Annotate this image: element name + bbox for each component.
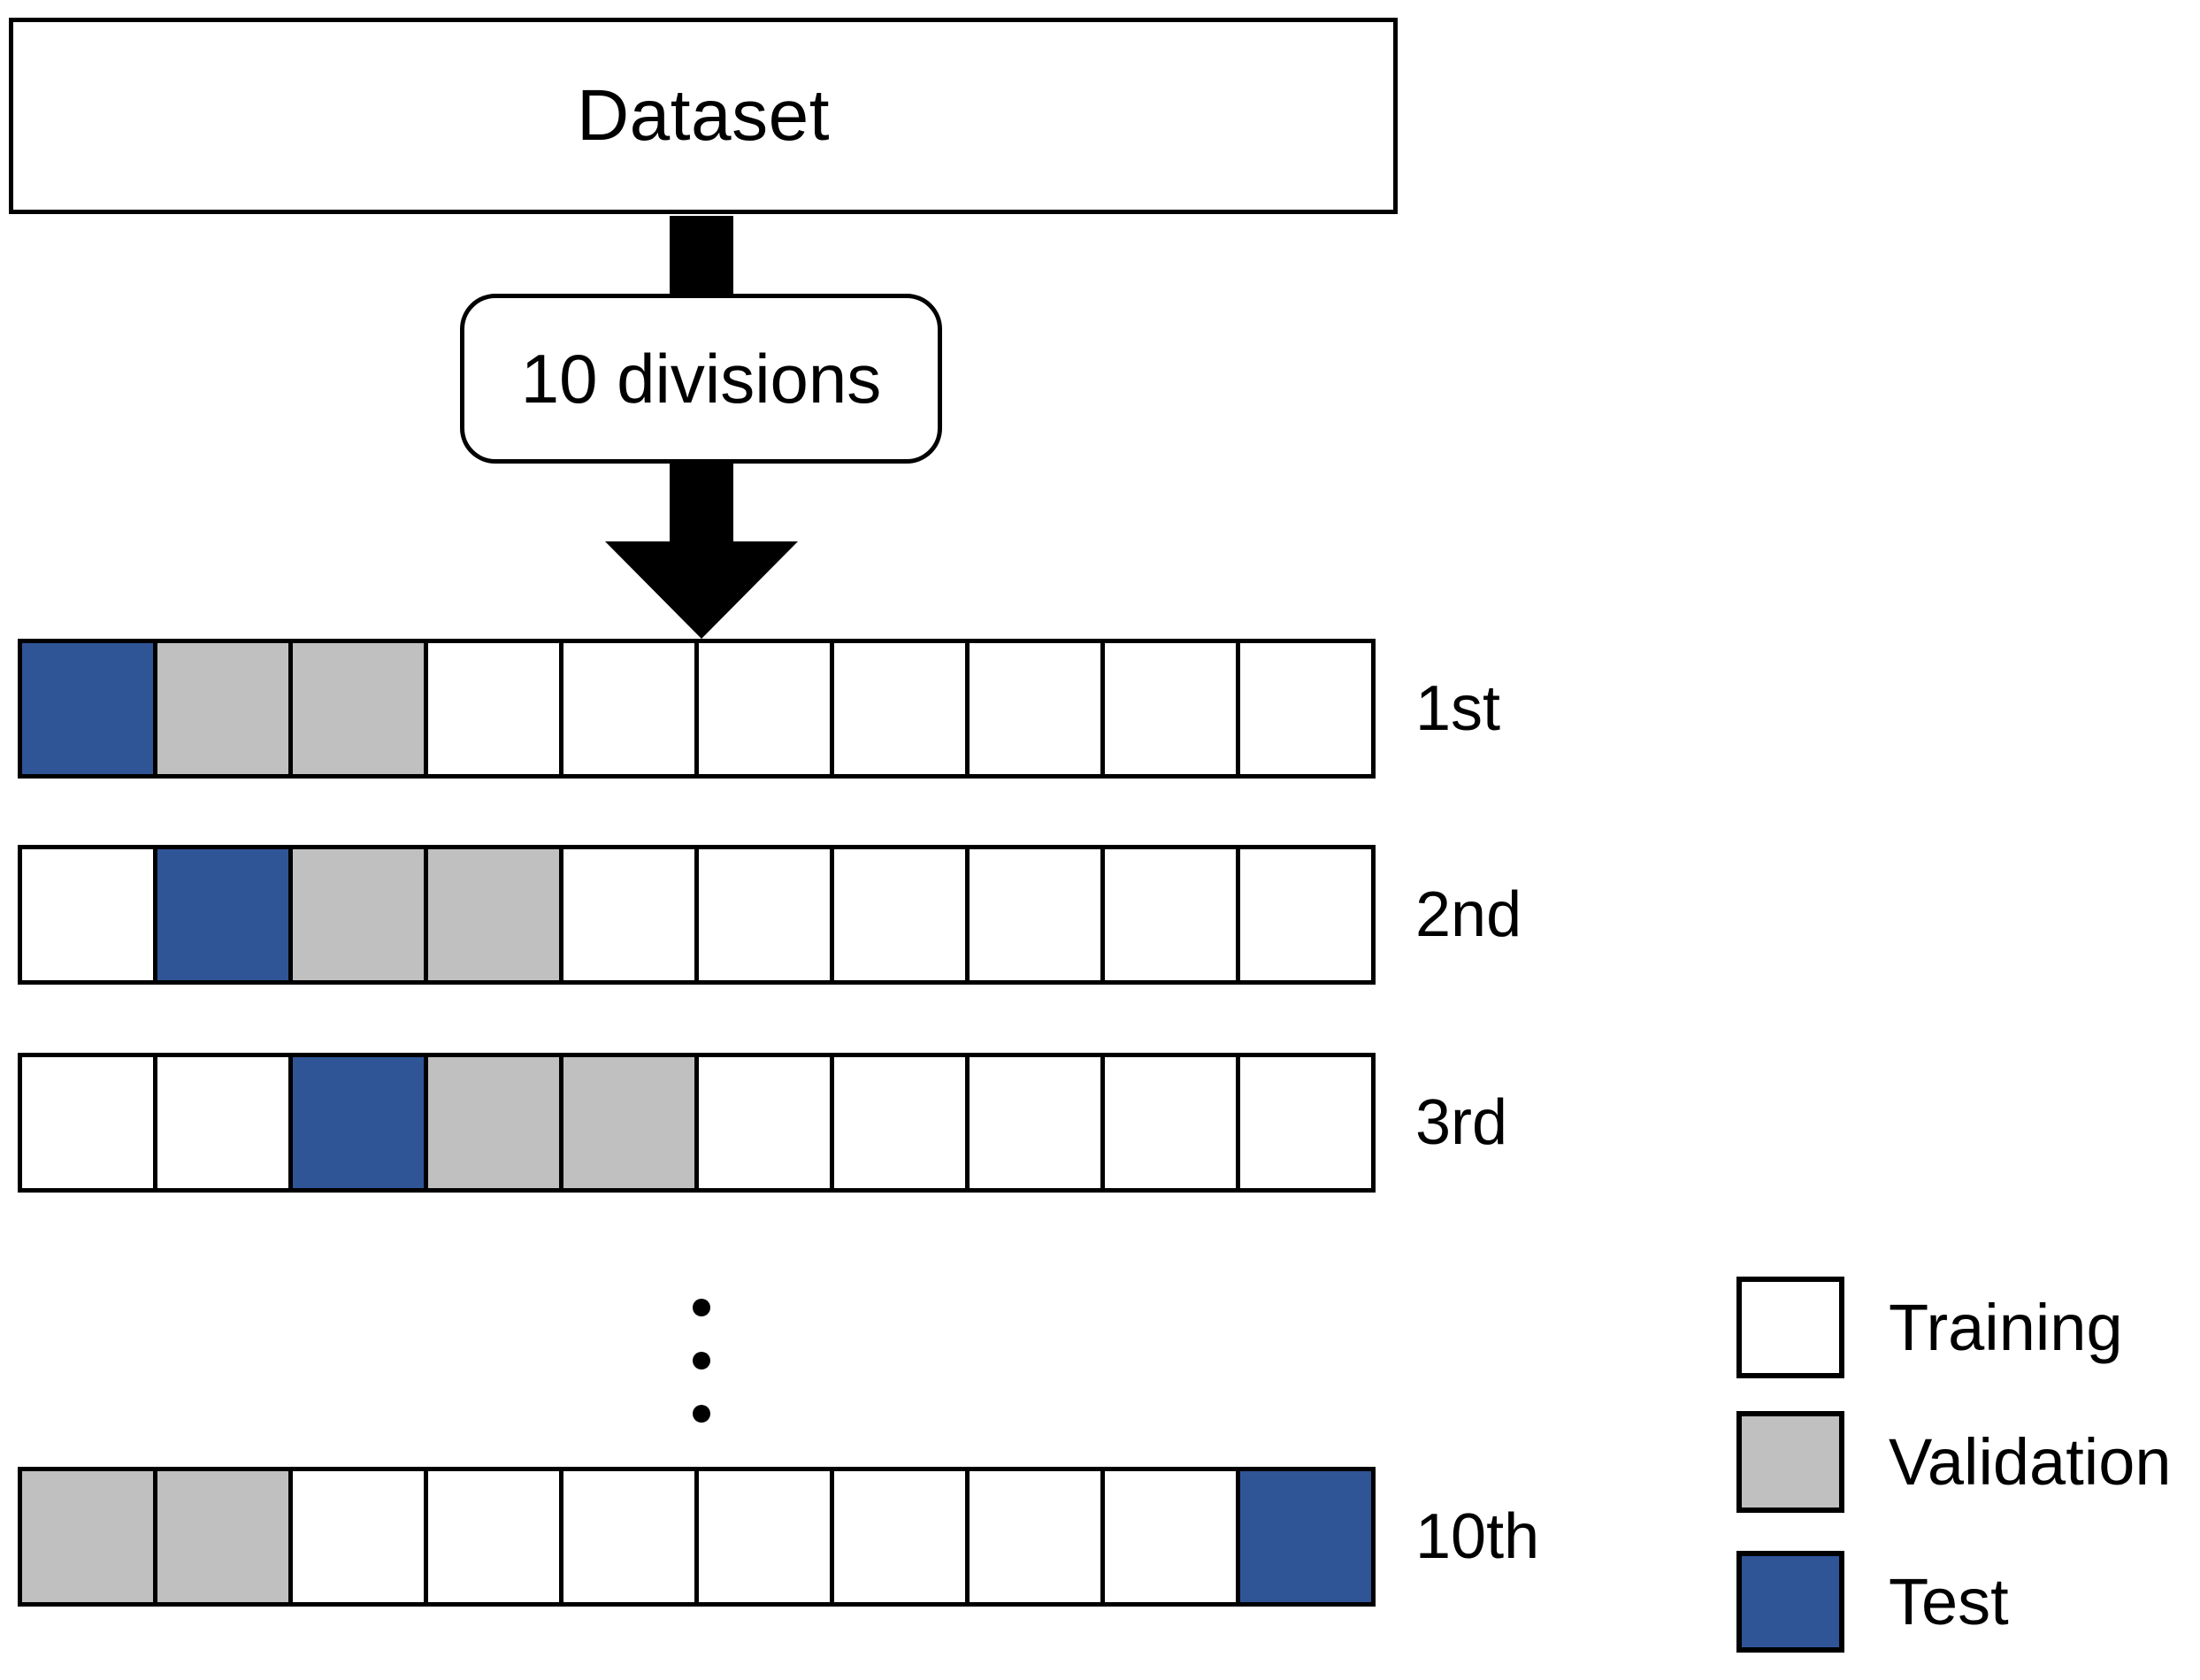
fold-cell-train (1240, 1057, 1371, 1188)
fold-cell-train (428, 643, 563, 774)
fold-cell-train (22, 849, 157, 980)
fold-cell-val (22, 1471, 157, 1602)
fold-cell-train (1105, 849, 1240, 980)
fold-cell-val (293, 849, 428, 980)
vertical-ellipsis-icon (690, 1299, 713, 1423)
fold-cell-train (699, 643, 834, 774)
dataset-box: Dataset (9, 18, 1398, 214)
down-arrow-icon (605, 541, 798, 639)
fold-cell-train (834, 849, 970, 980)
fold-label: 10th (1415, 1501, 1540, 1572)
fold-cell-train (834, 1471, 970, 1602)
fold-cell-train (293, 1471, 428, 1602)
fold-row (18, 639, 1376, 779)
legend-label-training: Training (1889, 1290, 2123, 1364)
fold-cell-train (1105, 1471, 1240, 1602)
fold-cell-test (1240, 1471, 1371, 1602)
fold-cell-val (428, 1057, 563, 1188)
ellipsis-dot (693, 1405, 710, 1423)
ellipsis-dot (693, 1352, 710, 1369)
fold-cell-train (563, 643, 699, 774)
divisions-box: 10 divisions (460, 294, 942, 464)
fold-cell-test (22, 643, 157, 774)
ellipsis-dot (693, 1299, 710, 1316)
fold-cell-train (22, 1057, 157, 1188)
fold-cell-train (834, 1057, 970, 1188)
legend-item-test: Test (1736, 1551, 2009, 1653)
fold-cell-train (970, 1471, 1105, 1602)
fold-cell-train (428, 1471, 563, 1602)
fold-row (18, 1467, 1376, 1607)
fold-cell-train (1240, 849, 1371, 980)
fold-cell-train (1240, 643, 1371, 774)
fold-cell-train (563, 849, 699, 980)
fold-label: 2nd (1415, 879, 1522, 950)
divisions-label: 10 divisions (520, 340, 882, 418)
fold-row (18, 845, 1376, 985)
legend-swatch-validation-icon (1736, 1411, 1844, 1513)
fold-cell-val (157, 643, 293, 774)
legend-swatch-test-icon (1736, 1551, 1844, 1653)
fold-cell-train (1105, 1057, 1240, 1188)
arrow-stem-bottom (670, 462, 733, 548)
fold-cell-train (970, 849, 1105, 980)
fold-row (18, 1053, 1376, 1193)
dataset-label: Dataset (576, 75, 831, 156)
fold-cell-train (970, 643, 1105, 774)
legend-label-test: Test (1889, 1564, 2009, 1638)
fold-cell-train (699, 849, 834, 980)
fold-cell-val (428, 849, 563, 980)
fold-cell-val (157, 1471, 293, 1602)
fold-cell-train (699, 1057, 834, 1188)
fold-cell-train (563, 1471, 699, 1602)
fold-label: 1st (1415, 673, 1501, 744)
arrow-stem-top (670, 216, 733, 295)
fold-cell-train (834, 643, 970, 774)
fold-cell-val (293, 643, 428, 774)
fold-cell-test (293, 1057, 428, 1188)
fold-cell-train (699, 1471, 834, 1602)
legend-item-training: Training (1736, 1277, 2123, 1378)
fold-cell-test (157, 849, 293, 980)
legend-swatch-training-icon (1736, 1277, 1844, 1378)
fold-cell-val (563, 1057, 699, 1188)
legend-item-validation: Validation (1736, 1411, 2172, 1513)
fold-label: 3rd (1415, 1087, 1508, 1158)
legend-label-validation: Validation (1889, 1424, 2172, 1499)
fold-cell-train (157, 1057, 293, 1188)
fold-cell-train (1105, 643, 1240, 774)
fold-cell-train (970, 1057, 1105, 1188)
